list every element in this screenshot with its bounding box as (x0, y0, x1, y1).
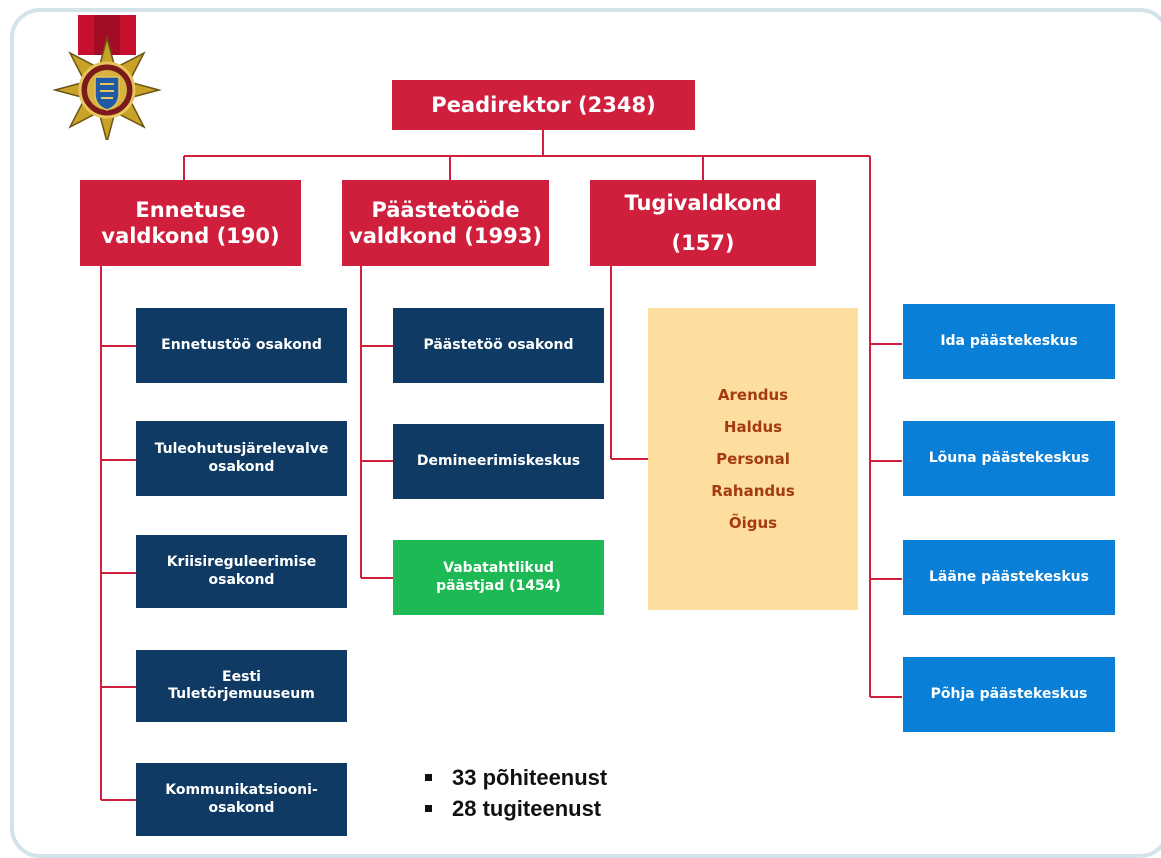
regional-center-label: Lõuna päästekeskus (928, 449, 1090, 466)
note-text: 33 põhiteenust (452, 765, 608, 790)
prevention-unit-box: Ennetustöö osakond (136, 308, 347, 383)
support-area-item: Õigus (728, 514, 778, 532)
prevention-unit-label: Eesti Tuletõrjemuuseum (168, 668, 315, 703)
prevention-domain-line1: Ennetuse (135, 197, 246, 222)
rescue-domain-line1: Päästetööde (371, 197, 520, 222)
note-text: 28 tugiteenust (452, 796, 602, 821)
director-general-box: Peadirektor (2348) (392, 80, 695, 130)
rescue-unit-box: Päästetöö osakond (393, 308, 604, 383)
support-domain-line1: Tugivaldkond (624, 190, 782, 215)
rescue-board-star-emblem-icon (52, 15, 162, 140)
rescue-unit-label: Demineerimiskeskus (416, 452, 581, 469)
support-area-item: Arendus (717, 386, 789, 404)
support-area-item: Haldus (723, 418, 783, 436)
rescue-domain-line2: valdkond (1993) (349, 224, 542, 248)
note-item: 33 põhiteenust (425, 762, 607, 793)
prevention-unit-box: Eesti Tuletõrjemuuseum (136, 650, 347, 722)
regional-center-box: Lääne päästekeskus (903, 540, 1115, 615)
prevention-domain-line2: valdkond (190) (101, 224, 280, 248)
service-count-notes: 33 põhiteenust 28 tugiteenust (425, 762, 607, 824)
support-area-item: Rahandus (711, 482, 795, 500)
rescue-domain-box: Päästetööde valdkond (1993) (342, 180, 549, 266)
bullet-square-icon (425, 774, 432, 781)
prevention-unit-label: Ennetustöö osakond (161, 336, 322, 353)
prevention-unit-box: Tuleohutusjärelevalve osakond (136, 421, 347, 496)
prevention-unit-label: Kriisireguleerimise osakond (166, 554, 317, 588)
regional-center-box: Ida päästekeskus (903, 304, 1115, 379)
regional-center-label: Põhja päästekeskus (930, 685, 1088, 702)
prevention-unit-box: Kommunikatsiooni-osakond (136, 763, 347, 836)
volunteer-rescuers-box: Vabatahtlikud päästjad (1454) (393, 540, 604, 615)
regional-center-box: Lõuna päästekeskus (903, 421, 1115, 496)
rescue-unit-box: Demineerimiskeskus (393, 424, 604, 499)
support-areas-panel: Arendus Haldus Personal Rahandus Õigus (648, 308, 858, 610)
note-item: 28 tugiteenust (425, 793, 607, 824)
bullet-square-icon (425, 805, 432, 812)
rescue-unit-label: Päästetöö osakond (423, 336, 574, 353)
regional-center-label: Ida päästekeskus (940, 332, 1078, 349)
support-domain-line2: (157) (671, 231, 735, 255)
support-area-item: Personal (716, 450, 790, 468)
prevention-unit-box: Kriisireguleerimise osakond (136, 535, 347, 608)
prevention-unit-label: Tuleohutusjärelevalve osakond (154, 441, 329, 475)
regional-center-label: Lääne päästekeskus (929, 568, 1089, 585)
volunteer-rescuers-label: Vabatahtlikud päästjad (1454) (436, 560, 561, 594)
support-domain-box: Tugivaldkond (157) (590, 180, 816, 266)
regional-center-box: Põhja päästekeskus (903, 657, 1115, 732)
prevention-domain-box: Ennetuse valdkond (190) (80, 180, 301, 266)
director-general-label: Peadirektor (2348) (431, 92, 656, 117)
prevention-unit-label: Kommunikatsiooni-osakond (165, 782, 318, 816)
